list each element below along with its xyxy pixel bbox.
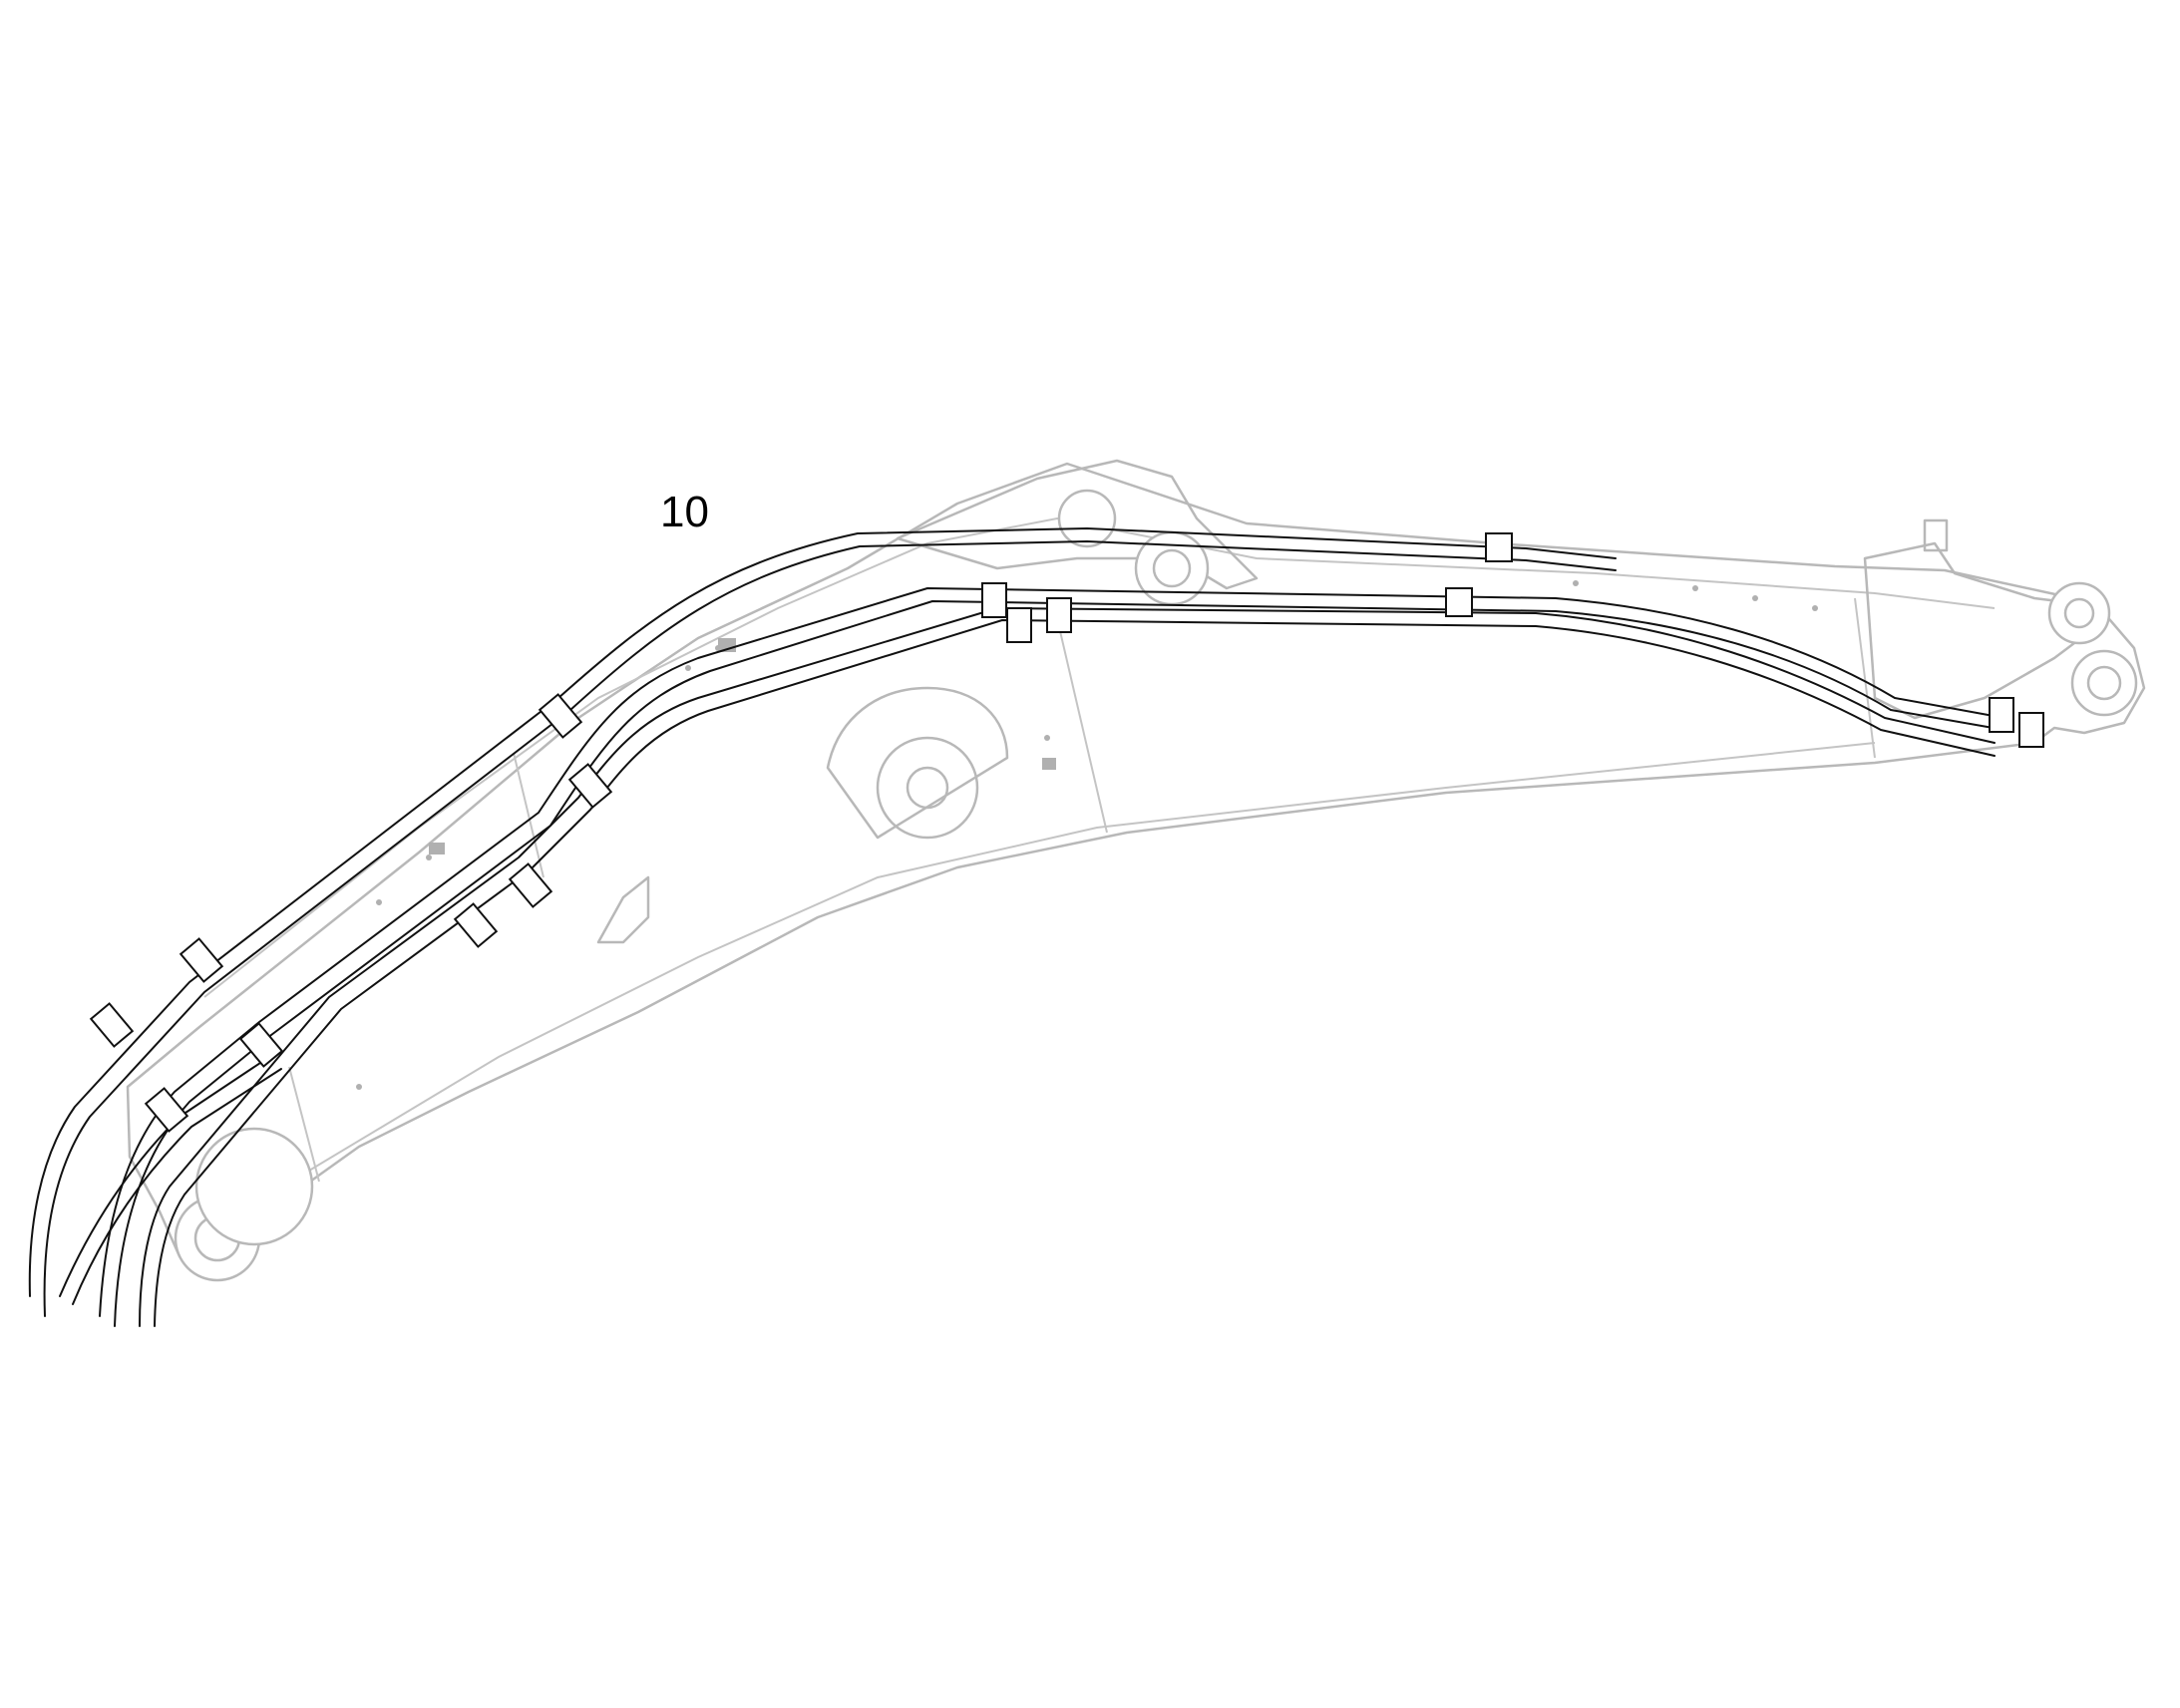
hose-clamps bbox=[89, 532, 2044, 1133]
hose-line-upper-a bbox=[28, 527, 1617, 1297]
boom-top-bracket bbox=[896, 459, 1259, 590]
clamp bbox=[1445, 587, 1473, 617]
clamp bbox=[1989, 697, 2014, 733]
hose-line-lower-b bbox=[154, 619, 1996, 1327]
rivet bbox=[1044, 735, 1050, 741]
boom-panel-seam bbox=[513, 752, 545, 878]
rivet bbox=[1573, 580, 1579, 586]
clamp bbox=[179, 937, 224, 983]
web-gusset bbox=[596, 875, 650, 944]
clamp bbox=[2018, 712, 2044, 748]
boom-structure bbox=[126, 459, 2146, 1273]
hose-line-mid-b bbox=[114, 600, 2005, 1327]
clamp bbox=[1046, 597, 1072, 633]
hydraulic-lines bbox=[28, 527, 2005, 1327]
rivet bbox=[356, 1084, 362, 1090]
mid-cylinder-bracket bbox=[826, 686, 1009, 840]
rivet bbox=[426, 854, 432, 860]
apex-pin-hole bbox=[1152, 548, 1192, 588]
clamp bbox=[144, 1087, 189, 1133]
apex-upper-boss bbox=[1057, 489, 1117, 548]
boom-panel-seam bbox=[1056, 617, 1108, 834]
clamp bbox=[567, 763, 613, 809]
rivet bbox=[1812, 605, 1818, 611]
boom-pin-holes bbox=[174, 489, 2138, 1282]
rivet bbox=[1692, 585, 1698, 591]
hose-line-crossover-b bbox=[72, 1068, 282, 1305]
tip-pin-hole-lower bbox=[2086, 665, 2122, 701]
rivet-plate bbox=[429, 843, 445, 854]
rivet bbox=[376, 899, 382, 905]
clamp bbox=[1485, 532, 1513, 562]
cylinder-boss-foot bbox=[194, 1127, 314, 1246]
clamp bbox=[1006, 607, 1032, 643]
clamp bbox=[508, 862, 553, 908]
boom-rivets bbox=[356, 580, 1818, 1090]
callout-label-10: 10 bbox=[660, 488, 709, 536]
boom-tip-lug bbox=[1923, 518, 1949, 552]
hose-line-mid-a bbox=[99, 587, 2005, 1317]
clamp bbox=[981, 582, 1007, 618]
boom-lower-web bbox=[298, 742, 1876, 1178]
mid-cylinder-hole bbox=[906, 766, 949, 810]
clamp bbox=[89, 1002, 135, 1048]
hose-line-upper-b bbox=[43, 540, 1617, 1317]
clamp bbox=[238, 1022, 284, 1068]
clamp bbox=[538, 693, 583, 739]
boom-outline bbox=[126, 462, 2146, 1273]
clamp bbox=[453, 902, 499, 948]
rivet bbox=[1752, 595, 1758, 601]
tip-pin-hole-upper bbox=[2063, 597, 2095, 629]
boom-panel-seam bbox=[288, 1066, 320, 1183]
rivet bbox=[685, 665, 691, 671]
hose-line-lower-a bbox=[139, 607, 1996, 1327]
boom-panel-seam bbox=[1854, 597, 1876, 759]
rivet-plate bbox=[1042, 758, 1056, 770]
